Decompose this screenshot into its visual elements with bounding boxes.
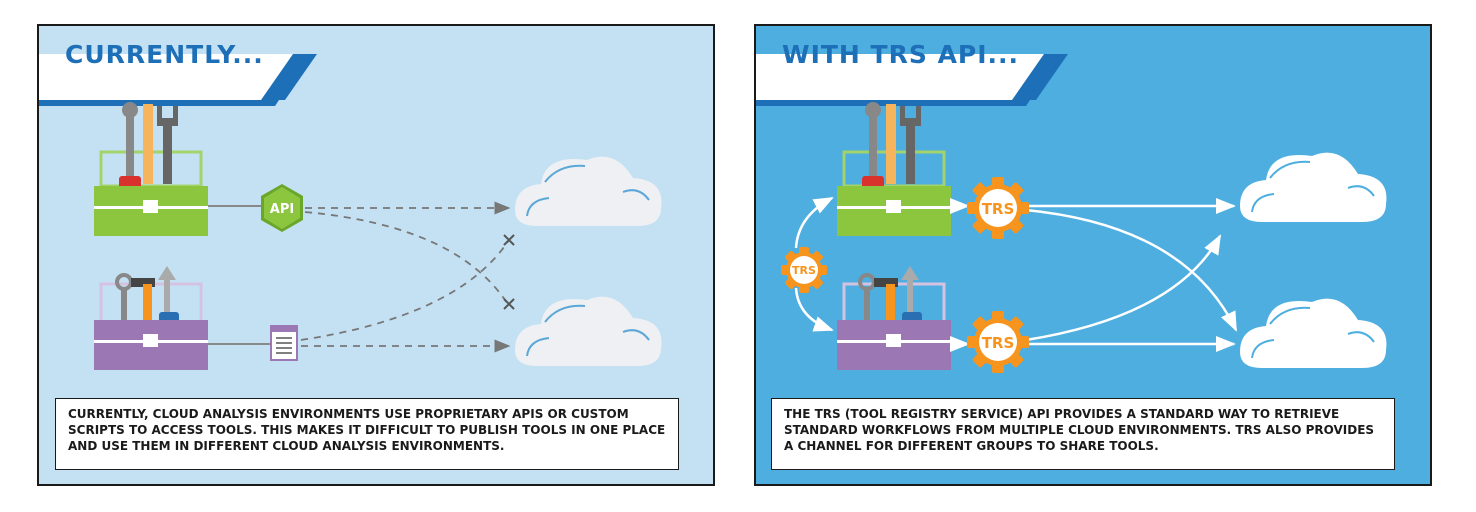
purple-toolbox: [94, 266, 208, 370]
title-banner: [756, 54, 1068, 106]
cloud-environment-top: [1239, 151, 1388, 223]
dashed-routes: [300, 201, 511, 353]
currently-diagram: API: [39, 54, 663, 370]
cloud-environment-bottom: [1239, 297, 1388, 369]
trs-label-top: TRS: [982, 200, 1015, 218]
blocked-x-marks: [503, 234, 515, 310]
share-arrows: [794, 196, 834, 332]
trs-gear-shared: TRS: [781, 247, 827, 293]
purple-toolbox: [837, 266, 951, 370]
trs-label-bottom: TRS: [982, 334, 1015, 352]
panel-title-with-trs: WITH TRS API...: [782, 40, 1020, 69]
title-banner: [39, 54, 317, 106]
trs-routes: [1025, 198, 1238, 352]
gear-connectors: [950, 198, 970, 352]
cloud-environment-top: [514, 155, 663, 227]
trs-label-shared: TRS: [792, 264, 816, 277]
script-document-icon: [270, 325, 298, 361]
panel-title-currently: CURRENTLY...: [65, 40, 264, 69]
green-toolbox: [837, 102, 951, 236]
trs-gear-bottom: TRS: [967, 311, 1029, 373]
green-toolbox: [94, 102, 208, 236]
trs-diagram: TRS TRS TRS: [756, 54, 1388, 373]
caption-currently: CURRENTLY, CLOUD ANALYSIS ENVIRONMENTS U…: [55, 398, 679, 470]
api-hexagon: API: [261, 184, 303, 232]
trs-gear-top: TRS: [967, 177, 1029, 239]
cloud-environment-bottom: [514, 295, 663, 367]
api-label: API: [270, 202, 294, 217]
caption-with-trs: THE TRS (TOOL REGISTRY SERVICE) API PROV…: [771, 398, 1395, 470]
